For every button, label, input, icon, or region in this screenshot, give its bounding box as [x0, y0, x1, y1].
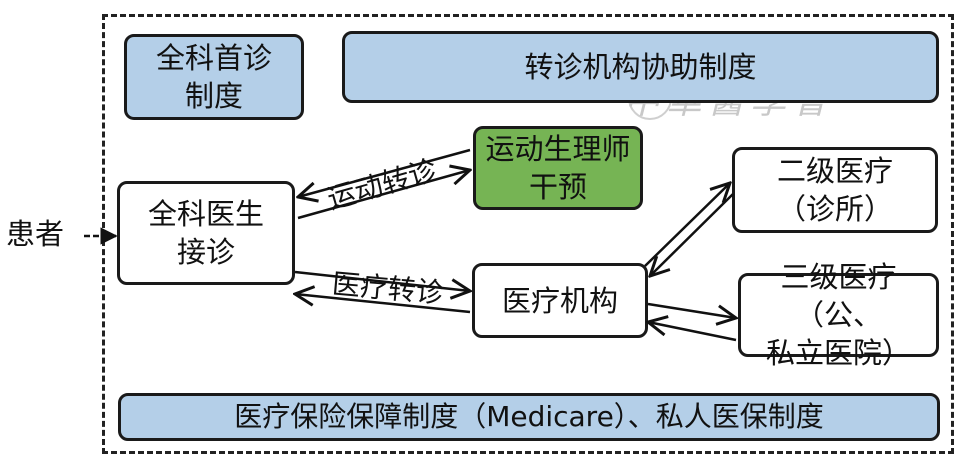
medical-institution-box: 医疗机构 — [472, 263, 648, 338]
medical-to-gp-arrow — [295, 294, 471, 314]
medical-secondary-arrow-a — [644, 183, 730, 267]
referral-institution-system-box: 转诊机构协助制度 — [342, 31, 939, 103]
exercise-referral-label: 运动转诊 — [324, 153, 441, 216]
gp-visit-box: 全科医生 接诊 — [117, 181, 295, 285]
exercise-physiologist-box: 运动生理师 干预 — [473, 126, 643, 210]
medical-tertiary-arrow-a — [647, 302, 736, 318]
gp-to-medical-arrow — [294, 270, 470, 291]
secondary-care-box: 二级医疗 （诊所） — [732, 147, 938, 233]
medical-secondary-arrow-b — [650, 193, 734, 276]
gp-to-exercise-arrow — [297, 170, 470, 220]
medical-tertiary-arrow-b — [648, 322, 737, 342]
patient-label: 患者 — [6, 217, 65, 251]
exercise-to-gp-arrow — [298, 148, 471, 197]
medical-referral-label: 医疗转诊 — [331, 267, 445, 310]
gp-first-visit-system-box: 全科首诊 制度 — [124, 34, 304, 120]
insurance-system-box: 医疗保险保障制度（Medicare）、私人医保制度 — [118, 393, 940, 441]
